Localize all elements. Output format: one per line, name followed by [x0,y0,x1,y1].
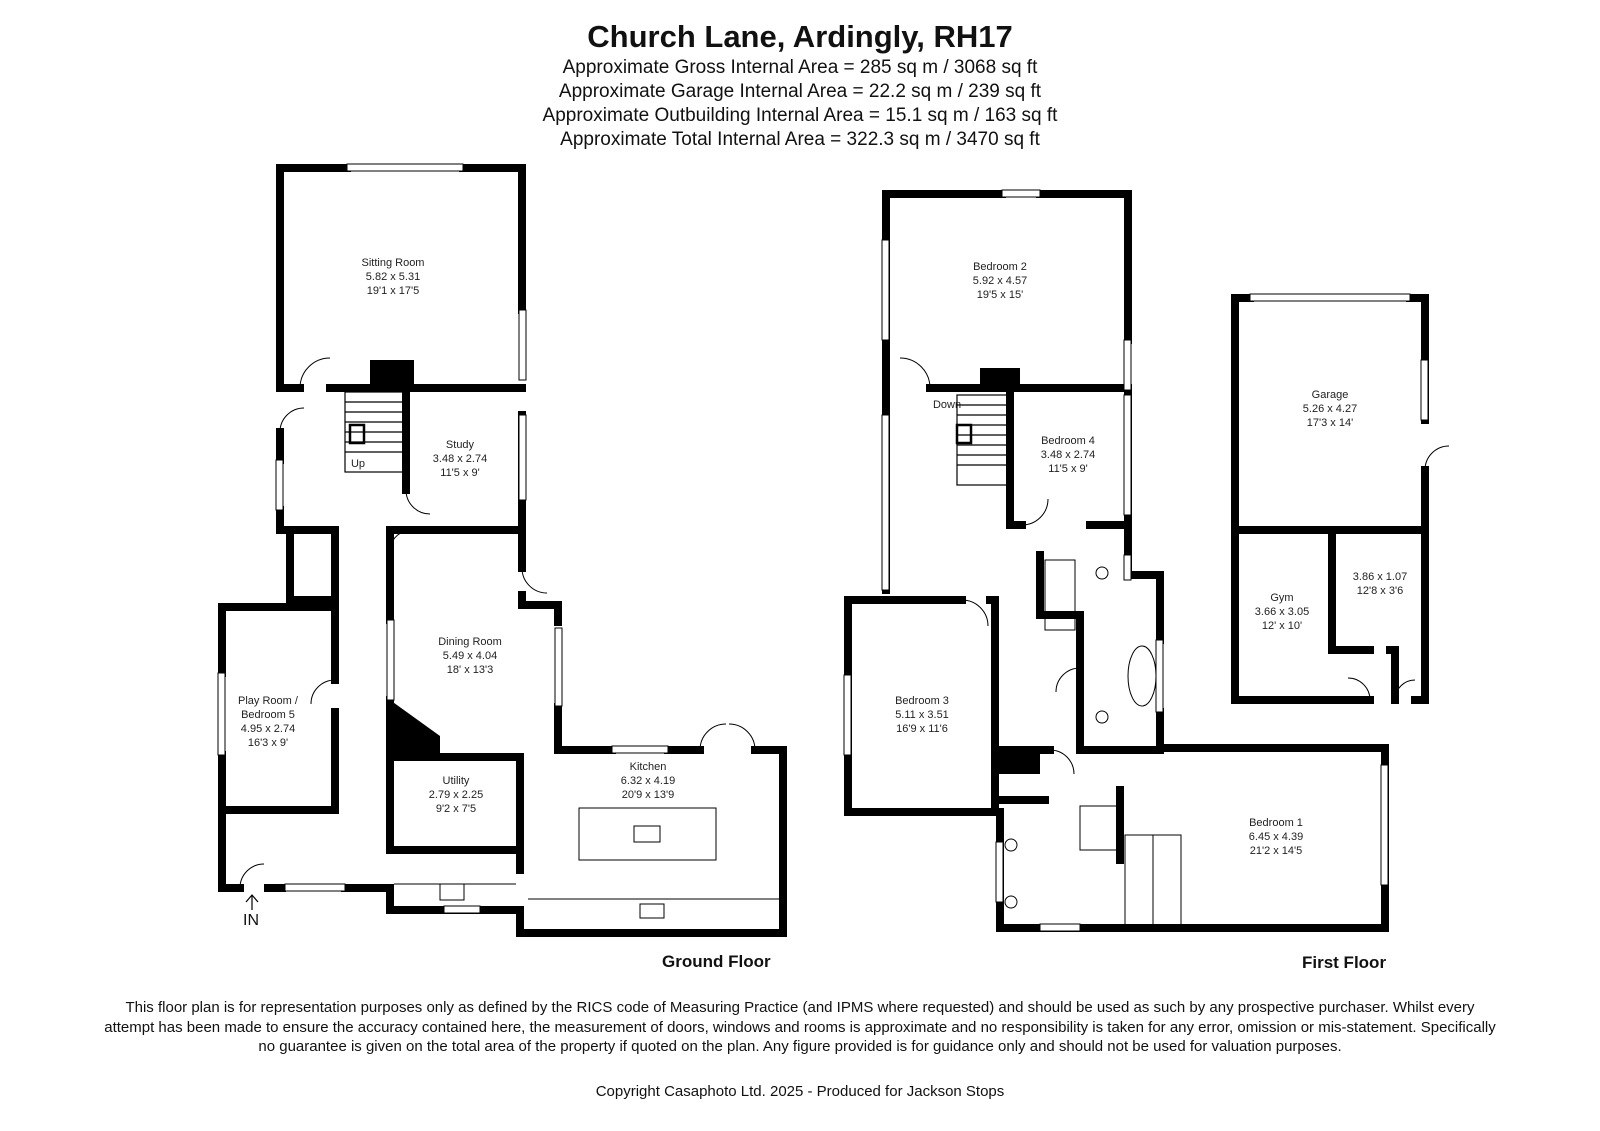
room-label-sitting: Sitting Room 5.82 x 5.31 19'1 x 17'5 [362,257,425,297]
svg-text:5.11 x 3.51: 5.11 x 3.51 [895,709,949,721]
svg-text:12'8 x 3'6: 12'8 x 3'6 [1357,585,1403,597]
room-label-bedroom-4: Bedroom 4 3.48 x 2.74 11'5 x 9' [1041,435,1095,475]
room-label-bedroom-1: Bedroom 1 6.45 x 4.39 21'2 x 14'5 [1249,817,1303,857]
room-label-kitchen: Kitchen 6.32 x 4.19 20'9 x 13'9 [621,761,675,801]
svg-text:4.95 x 2.74: 4.95 x 2.74 [241,723,295,735]
disclaimer-text: This floor plan is for representation pu… [104,999,1496,1055]
svg-text:20'9 x 13'9: 20'9 x 13'9 [622,789,675,801]
gross-area: Approximate Gross Internal Area = 285 sq… [562,57,1038,78]
svg-text:6.32 x 4.19: 6.32 x 4.19 [621,775,675,787]
svg-text:Sitting Room: Sitting Room [362,257,425,269]
first-stairs [955,394,1010,486]
svg-text:3.48 x 2.74: 3.48 x 2.74 [433,453,487,465]
entrance-label: IN [243,912,259,929]
ground-floor-label: Ground Floor [662,952,771,971]
room-label-garage: Garage 5.26 x 4.27 17'3 x 14' [1303,389,1357,429]
svg-text:12' x 10': 12' x 10' [1262,620,1302,632]
svg-text:17'3 x 14': 17'3 x 14' [1307,417,1353,429]
svg-text:9'2 x 7'5: 9'2 x 7'5 [436,803,476,815]
outbuilding-area: Approximate Outbuilding Internal Area = … [542,105,1058,126]
copyright-text: Copyright Casaphoto Ltd. 2025 - Produced… [595,1083,1005,1100]
svg-text:11'5 x 9': 11'5 x 9' [1048,463,1087,475]
first-floor-solid [980,368,1040,774]
svg-text:Dining Room: Dining Room [438,636,502,648]
svg-text:2.79 x 2.25: 2.79 x 2.25 [429,789,483,801]
svg-text:Bedroom 2: Bedroom 2 [973,261,1027,273]
svg-text:5.92 x 4.57: 5.92 x 4.57 [973,275,1027,287]
svg-text:16'9 x 11'6: 16'9 x 11'6 [896,723,948,735]
svg-text:3.66 x 3.05: 3.66 x 3.05 [1255,606,1309,618]
ground-stair-label: Up [351,458,365,470]
svg-text:Bedroom 5: Bedroom 5 [241,709,295,721]
outbuilding-windows [1249,293,1429,421]
first-floor-walls [844,190,1389,932]
svg-text:Bedroom 1: Bedroom 1 [1249,817,1303,829]
room-label-bedroom-3: Bedroom 3 5.11 x 3.51 16'9 x 11'6 [895,695,949,735]
svg-text:11'5 x 9': 11'5 x 9' [440,467,479,479]
svg-text:19'1 x 17'5: 19'1 x 17'5 [367,285,420,297]
entrance-arrow-icon [245,894,259,910]
room-label-store: 3.86 x 1.07 12'8 x 3'6 [1353,571,1407,597]
svg-text:3.48 x 2.74: 3.48 x 2.74 [1041,449,1095,461]
room-label-dining: Dining Room 5.49 x 4.04 18' x 13'3 [438,636,502,676]
ground-floor-walls [218,164,787,937]
svg-text:Garage: Garage [1312,389,1349,401]
svg-text:Study: Study [446,439,475,451]
svg-text:21'2 x 14'5: 21'2 x 14'5 [1250,845,1303,857]
svg-text:Bedroom 4: Bedroom 4 [1041,435,1095,447]
svg-text:3.86 x 1.07: 3.86 x 1.07 [1353,571,1407,583]
svg-text:6.45 x 4.39: 6.45 x 4.39 [1249,831,1303,843]
first-stair-label: Down [933,399,961,411]
plan-title: Church Lane, Ardingly, RH17 [587,19,1013,54]
garage-area: Approximate Garage Internal Area = 22.2 … [558,81,1042,102]
svg-text:Kitchen: Kitchen [630,761,667,773]
first-floor-label: First Floor [1302,953,1387,972]
svg-text:5.49 x 4.04: 5.49 x 4.04 [443,650,497,662]
room-label-study: Study 3.48 x 2.74 11'5 x 9' [433,439,487,479]
ground-floor-solid [370,360,440,757]
svg-text:5.26 x 4.27: 5.26 x 4.27 [1303,403,1357,415]
first-doors [899,357,1081,775]
outbuilding-doors [1347,445,1450,701]
svg-text:Bedroom 3: Bedroom 3 [895,695,949,707]
ground-windows [217,163,669,914]
svg-text:Gym: Gym [1270,592,1293,604]
first-windows [843,189,1389,932]
svg-text:Utility: Utility [443,775,470,787]
ground-stairs [344,391,406,473]
svg-text:16'3 x 9': 16'3 x 9' [248,737,288,749]
room-label-play: Play Room / Bedroom 5 4.95 x 2.74 16'3 x… [238,695,299,749]
svg-text:Play Room /: Play Room / [238,695,299,707]
ground-doors [239,357,756,889]
svg-text:5.82 x 5.31: 5.82 x 5.31 [366,271,420,283]
plan-header: Church Lane, Ardingly, RH17 Approximate … [0,18,1600,152]
kitchen-fixtures [394,807,779,919]
outbuilding-walls [1231,294,1429,704]
room-label-gym: Gym 3.66 x 3.05 12' x 10' [1255,592,1309,632]
room-label-utility: Utility 2.79 x 2.25 9'2 x 7'5 [429,775,483,815]
svg-text:18' x 13'3: 18' x 13'3 [447,664,493,676]
first-fixtures [1004,559,1182,929]
room-label-bedroom-2: Bedroom 2 5.92 x 4.57 19'5 x 15' [973,261,1027,301]
total-area: Approximate Total Internal Area = 322.3 … [560,129,1040,150]
svg-text:19'5 x 15': 19'5 x 15' [977,289,1023,301]
